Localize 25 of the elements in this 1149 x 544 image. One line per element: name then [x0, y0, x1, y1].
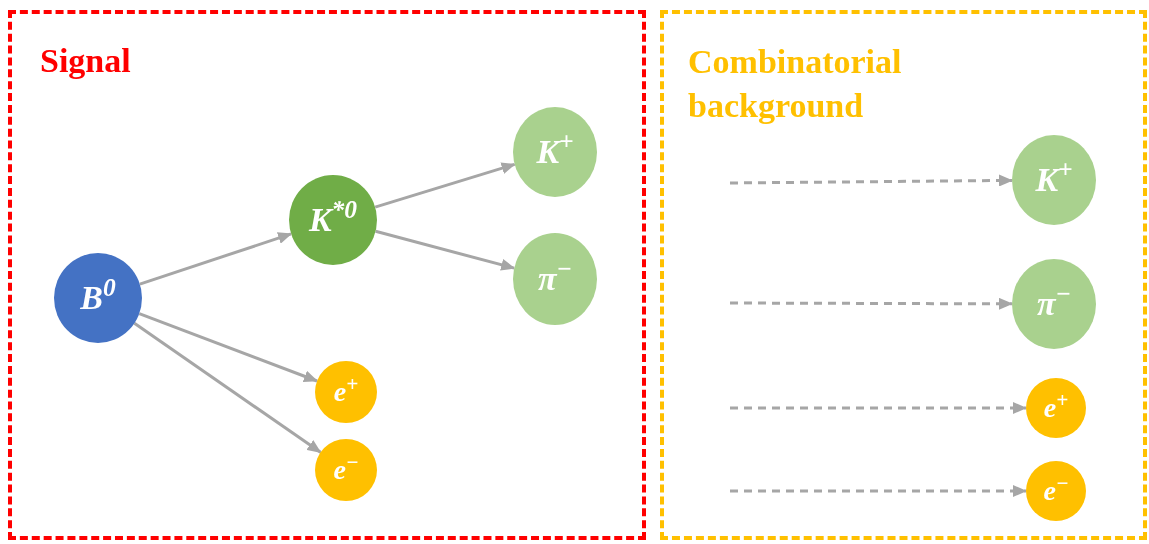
arrow — [139, 232, 293, 286]
arrow — [375, 229, 516, 271]
particle-symbol: e$^{+}$ — [1043, 394, 1069, 422]
group-title: Combinatorial background — [688, 42, 903, 127]
dashed-arrow — [730, 485, 1027, 497]
particle-symbol: e$^{−}$ — [1043, 477, 1069, 505]
arrow — [374, 162, 516, 209]
dashed-arrow — [730, 174, 1013, 187]
particle-symbol: π$^{−}$ — [538, 262, 572, 296]
particle-symbol: K$^{+}$ — [536, 135, 574, 169]
dashed-group-frame — [660, 10, 1147, 540]
dashed-arrow — [730, 297, 1013, 310]
particle-symbol: K$^{*0}$ — [308, 203, 358, 237]
particle-symbol: B$^{0}$ — [80, 281, 116, 315]
particle-ellipse — [1026, 461, 1086, 521]
particle-symbol: e$^{+}$ — [333, 378, 359, 406]
arrow — [133, 322, 322, 454]
dashed-arrow — [730, 402, 1027, 414]
particle-symbol: e$^{−}$ — [333, 456, 359, 484]
group-title: Signal — [40, 44, 131, 78]
arrow — [138, 312, 318, 383]
particle-symbol: K$^{+}$ — [1035, 163, 1073, 197]
particle-ellipse — [1026, 378, 1086, 438]
dashed-group-frame — [8, 10, 646, 540]
particle-symbol: π$^{−}$ — [1037, 287, 1071, 321]
